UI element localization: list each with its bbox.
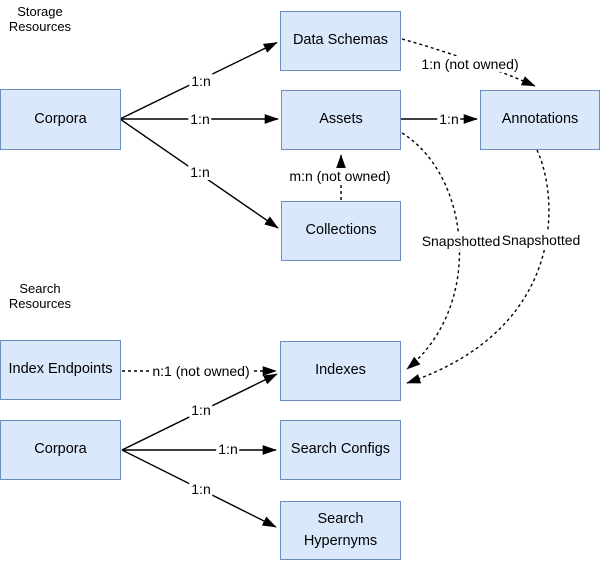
node-search-hypernyms: Search Hypernyms (280, 501, 401, 560)
edge-label-corpora-search-to-search-hypernyms: 1:n (189, 480, 213, 498)
node-annotations: Annotations (480, 90, 600, 150)
edge-label-data-schemas-to-annotations: 1:n (not owned) (419, 55, 521, 73)
edge-label-corpora-search-to-search-configs: 1:n (216, 440, 240, 458)
edge-label-collections-to-assets: m:n (not owned) (287, 167, 393, 185)
edge-label-corpora-to-data-schemas: 1:n (189, 72, 213, 90)
edge-label-corpora-search-to-indexes: 1:n (189, 401, 213, 419)
section-label-storage-resources: Storage Resources (8, 4, 72, 34)
node-corpora-search: Corpora (0, 420, 121, 480)
node-collections: Collections (281, 201, 401, 261)
node-assets: Assets (281, 90, 401, 150)
node-index-endpoints: Index Endpoints (0, 340, 121, 400)
edge-label-corpora-to-collections: 1:n (188, 163, 212, 181)
node-indexes: Indexes (280, 341, 401, 401)
edge-label-assets-to-annotations: 1:n (437, 110, 461, 128)
node-corpora-storage: Corpora (0, 89, 121, 150)
section-label-search-resources: Search Resources (8, 281, 72, 311)
node-data-schemas: Data Schemas (280, 11, 401, 71)
edge-label-assets-snapshotted: Snapshotted (419, 232, 503, 250)
edge-annotations-snapshotted-to-indexes (406, 149, 550, 384)
edge-label-annotations-snapshotted: Snapshotted (499, 231, 583, 249)
node-search-configs: Search Configs (280, 420, 401, 480)
edge-assets-snapshotted-to-indexes (401, 132, 461, 370)
edge-label-corpora-to-assets: 1:n (188, 110, 212, 128)
edge-label-index-endpoints-to-indexes: n:1 (not owned) (150, 362, 252, 380)
